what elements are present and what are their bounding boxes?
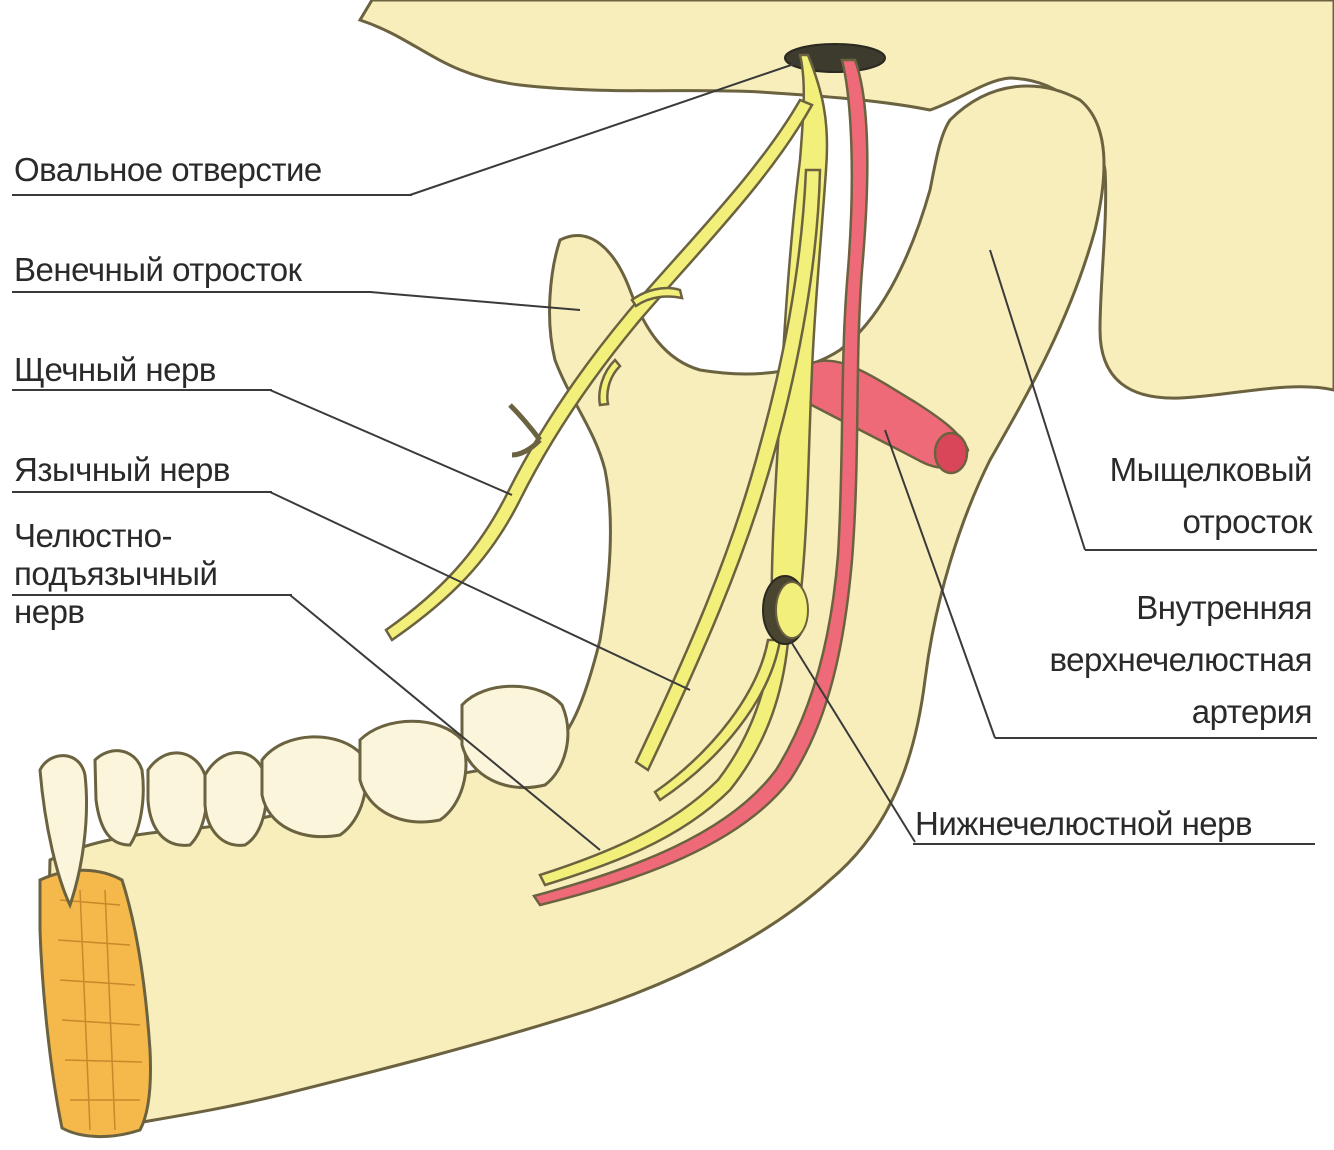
buccal-twig-1 bbox=[632, 288, 682, 306]
label-artery-line2: верхнечелюстная bbox=[1050, 642, 1313, 678]
mandible-bone bbox=[49, 86, 1104, 1128]
label-artery-line3: артерия bbox=[1192, 694, 1312, 730]
underline-lingual bbox=[12, 491, 272, 493]
label-artery-line1: Внутренняя bbox=[1136, 590, 1312, 626]
label-coronoid-process: Венечный отросток bbox=[14, 252, 302, 288]
label-oval-foramen: Овальное отверстие bbox=[14, 152, 322, 188]
label-mylohyoid-line1: Челюстно- bbox=[14, 518, 172, 554]
label-buccal-nerve: Щечный нерв bbox=[14, 352, 216, 388]
artery-cut-end bbox=[935, 433, 967, 473]
label-lingual-nerve: Язычный нерв bbox=[14, 452, 230, 488]
tooth-molar-1 bbox=[262, 737, 366, 837]
nerve-entering-canal bbox=[776, 582, 808, 638]
underline-artery bbox=[995, 737, 1317, 739]
label-mandibular-nerve: Нижнечелюстной нерв bbox=[915, 806, 1252, 842]
tooth-premolar-2 bbox=[205, 753, 266, 846]
underline-condylar bbox=[1085, 549, 1317, 551]
underline-oval-foramen bbox=[12, 194, 412, 196]
underline-coronoid bbox=[12, 291, 372, 293]
label-condylar-line2: отросток bbox=[1183, 504, 1312, 540]
leader-buccal bbox=[270, 390, 512, 495]
tooth-premolar-1 bbox=[148, 753, 207, 845]
label-condylar-line1: Мыщелковый bbox=[1110, 452, 1312, 488]
underline-mandibular bbox=[913, 843, 1315, 845]
tooth-molar-3 bbox=[462, 686, 568, 787]
label-mylohyoid-line2: подъязычный bbox=[14, 556, 217, 592]
tooth-incisor bbox=[95, 751, 143, 845]
underline-buccal bbox=[12, 389, 272, 391]
tooth-molar-2 bbox=[360, 721, 466, 822]
label-mylohyoid-line3: нерв bbox=[14, 594, 84, 630]
